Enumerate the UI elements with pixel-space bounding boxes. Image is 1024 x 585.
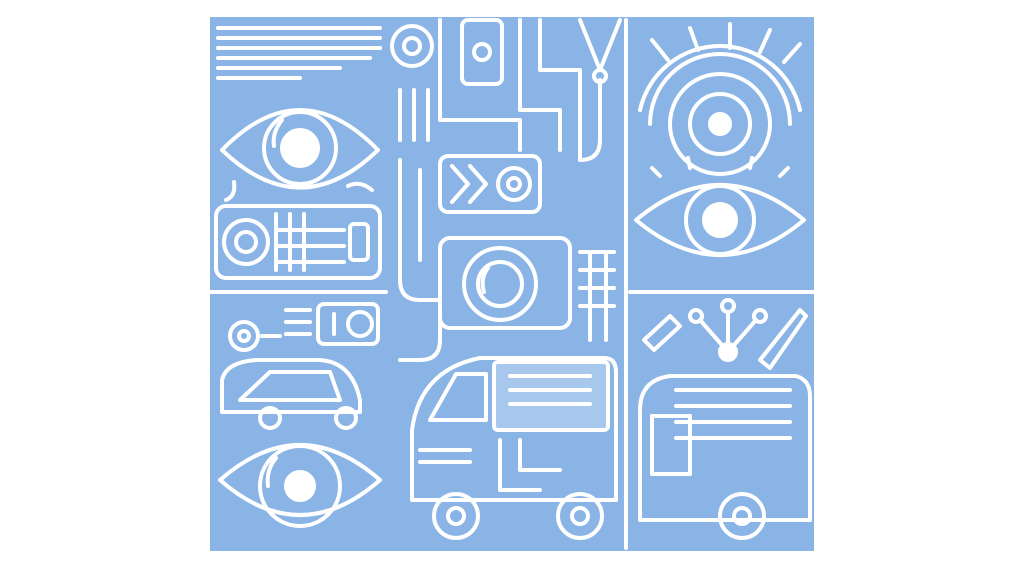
circuit-icon	[642, 298, 808, 370]
camera-icon	[214, 204, 382, 280]
van-icon	[638, 374, 812, 540]
eye-icon	[218, 443, 382, 528]
camera-icon	[438, 154, 542, 214]
camera-icon	[284, 302, 380, 346]
lens-icon	[638, 22, 802, 176]
stripe-pattern	[216, 26, 382, 80]
lens-icon	[438, 236, 616, 342]
target-icon	[390, 24, 434, 68]
target-icon	[228, 320, 282, 352]
circuit-icon	[398, 18, 622, 362]
illustration-panel	[210, 17, 814, 551]
eye-icon	[634, 156, 806, 257]
van-icon	[220, 358, 362, 430]
eye-icon	[220, 108, 380, 202]
van-icon	[410, 356, 618, 540]
